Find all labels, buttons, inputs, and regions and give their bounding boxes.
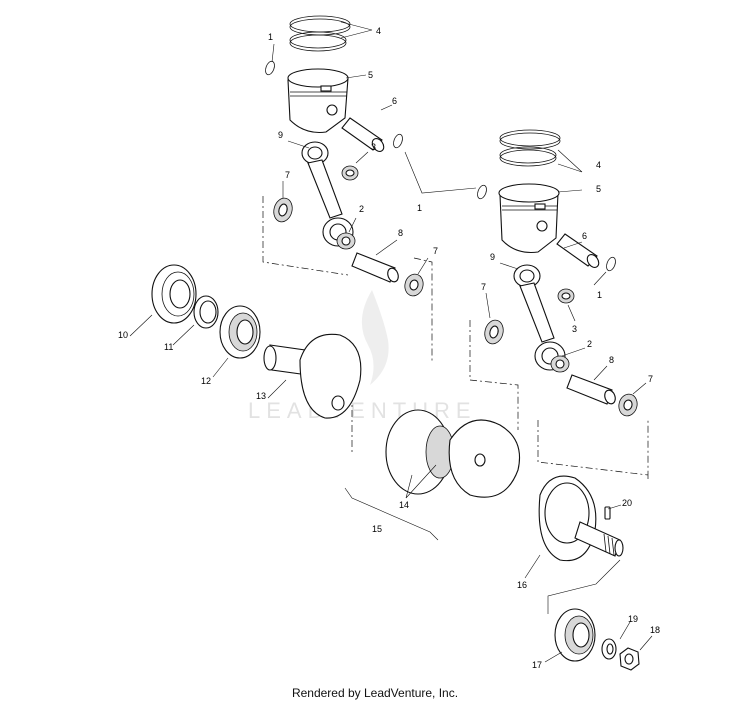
left-washer-7 <box>273 197 293 223</box>
crank-half-13 <box>263 333 362 419</box>
leader-lines <box>129 21 653 663</box>
bracket-15 <box>344 487 439 541</box>
left-circlip-pin <box>393 133 403 149</box>
callout-6-a: 6 <box>392 96 397 106</box>
nut-18 <box>619 647 640 671</box>
right-washer-7a <box>484 319 504 345</box>
callout-1-c: 1 <box>597 290 602 300</box>
callout-1-a: 1 <box>268 32 273 42</box>
callout-15: 15 <box>372 524 382 534</box>
callout-2-b: 2 <box>587 339 592 349</box>
callout-7-d: 7 <box>648 374 653 384</box>
footer-credit: Rendered by LeadVenture, Inc. <box>291 686 459 700</box>
key-20 <box>604 506 611 520</box>
center-frame <box>469 320 519 430</box>
right-big-end-bearing <box>550 355 570 373</box>
right-small-end-bearing <box>557 288 575 304</box>
callout-11: 11 <box>164 342 173 352</box>
callout-19: 19 <box>628 614 638 624</box>
shaft-to-bearing-17 <box>547 559 621 614</box>
washer-19 <box>601 638 617 660</box>
callout-13: 13 <box>256 391 266 401</box>
callout-14: 14 <box>399 500 409 510</box>
callout-18: 18 <box>650 625 660 635</box>
callout-3-a: 3 <box>371 142 376 152</box>
main-bearing-12 <box>219 305 261 359</box>
center-crank-14 <box>385 409 521 498</box>
crank-half-16 <box>538 475 624 562</box>
circlip-connector-1 <box>404 151 477 194</box>
right-washer-7b <box>618 393 638 417</box>
main-bearing-10 <box>151 264 197 324</box>
right-piston-rings <box>499 129 561 167</box>
left-big-end-bearing <box>336 232 356 250</box>
left-piston-rings <box>289 15 351 52</box>
callout-2-a: 2 <box>359 204 364 214</box>
callout-5-b: 5 <box>596 184 601 194</box>
callout-3-b: 3 <box>572 324 577 334</box>
left-washer-7b <box>404 273 424 297</box>
callout-7-a: 7 <box>285 170 290 180</box>
left-piston <box>287 68 349 134</box>
right-piston-pin <box>556 233 600 268</box>
right-piston <box>498 183 560 254</box>
right-circlip-a <box>477 184 487 200</box>
callouts: 1 1 1 2 2 3 3 4 4 5 5 6 6 7 7 7 7 8 8 9 … <box>118 26 660 670</box>
callout-4-a: 4 <box>376 26 381 36</box>
callout-12: 12 <box>201 376 211 386</box>
callout-5-a: 5 <box>368 70 373 80</box>
bearing-17 <box>554 608 596 662</box>
callout-4-b: 4 <box>596 160 601 170</box>
callout-10: 10 <box>118 330 128 340</box>
left-connecting-rod <box>301 141 354 247</box>
callout-1-b: 1 <box>417 203 422 213</box>
callout-8-a: 8 <box>398 228 403 238</box>
left-circlip-top <box>265 60 275 76</box>
left-crank-pin <box>351 252 399 283</box>
left-small-end-bearing <box>341 165 359 181</box>
callout-9-b: 9 <box>490 252 495 262</box>
callout-6-b: 6 <box>582 231 587 241</box>
callout-7-c: 7 <box>481 282 486 292</box>
right-assembly-frame <box>537 418 649 480</box>
watermark-text: LEADVENTURE <box>248 398 477 423</box>
seal-ring-11 <box>193 295 219 329</box>
right-crank-pin <box>566 374 616 405</box>
callout-9-a: 9 <box>278 130 283 140</box>
right-connecting-rod <box>513 264 566 371</box>
callout-7-b: 7 <box>433 246 438 256</box>
callout-20: 20 <box>622 498 632 508</box>
callout-16: 16 <box>517 580 527 590</box>
left-piston-pin <box>341 117 385 152</box>
callout-8-b: 8 <box>609 355 614 365</box>
right-circlip-b <box>606 256 616 272</box>
callout-17: 17 <box>532 660 542 670</box>
